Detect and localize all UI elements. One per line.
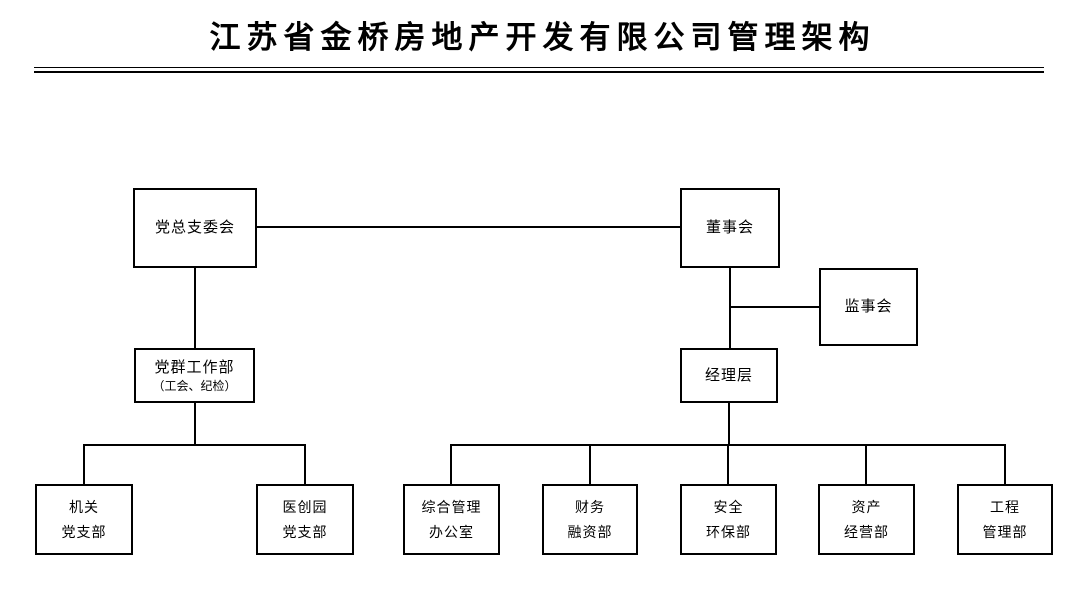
- node-sublabel: （工会、纪检）: [152, 378, 237, 393]
- node-party-mass-work-dept: 党群工作部 （工会、纪检）: [134, 348, 255, 403]
- node-label: 党总支委会: [154, 219, 235, 237]
- node-label-line2: 融资部: [567, 523, 613, 540]
- node-label-line1: 财务: [575, 499, 605, 515]
- connector-drop-general-office: [450, 444, 452, 486]
- node-management-level: 经理层: [680, 348, 778, 403]
- node-label: 监事会: [844, 298, 893, 316]
- connector-drop-safety-dept: [727, 444, 729, 486]
- connector-party-work-branch: [194, 403, 196, 446]
- connector-management-branch: [728, 403, 730, 446]
- node-label-line2: 管理部: [982, 523, 1028, 540]
- node-supervisory-board: 监事会: [819, 268, 918, 346]
- title-double-rule: [34, 67, 1044, 73]
- connector-party-committee-party-work: [194, 268, 196, 348]
- node-label-line2: 经营部: [844, 523, 889, 540]
- node-party-committee: 党总支委会: [133, 188, 257, 268]
- connector-left-branch-bar: [83, 444, 306, 446]
- node-organ-party-branch: 机关 党支部: [35, 484, 133, 555]
- node-board-of-directors: 董事会: [680, 188, 780, 268]
- node-engineering-management-dept: 工程 管理部: [957, 484, 1053, 555]
- node-finance-financing-dept: 财务 融资部: [542, 484, 638, 555]
- node-label-line2: 党支部: [61, 523, 107, 540]
- node-general-management-office: 综合管理 办公室: [403, 484, 500, 555]
- node-label: 董事会: [705, 219, 754, 237]
- node-label-line1: 工程: [990, 499, 1020, 515]
- node-label-line1: 医创园: [282, 499, 328, 515]
- node-label-line2: 环保部: [706, 523, 751, 540]
- node-label: 党群工作部: [154, 358, 235, 376]
- node-label-line1: 安全: [713, 499, 744, 515]
- connector-drop-engineering-dept: [1004, 444, 1006, 486]
- connector-board-management: [729, 268, 731, 348]
- node-safety-environment-dept: 安全 环保部: [680, 484, 777, 555]
- connector-party-committee-board: [257, 226, 680, 228]
- connector-drop-asset-dept: [865, 444, 867, 486]
- connector-drop-organ-branch: [83, 444, 85, 486]
- node-medical-park-party-branch: 医创园 党支部: [256, 484, 354, 555]
- node-label: 经理层: [704, 366, 753, 384]
- node-label-line1: 机关: [69, 499, 99, 515]
- connector-board-supervisory: [729, 306, 819, 308]
- page-title: 江苏省金桥房地产开发有限公司管理架构: [209, 20, 876, 56]
- node-label-line2: 党支部: [282, 523, 328, 540]
- connector-drop-park-branch: [304, 444, 306, 486]
- connector-drop-finance-dept: [589, 444, 591, 486]
- node-asset-operation-dept: 资产 经营部: [818, 484, 915, 555]
- node-label-line1: 综合管理: [421, 499, 482, 515]
- node-label-line2: 办公室: [429, 523, 474, 540]
- node-label-line1: 资产: [851, 499, 882, 515]
